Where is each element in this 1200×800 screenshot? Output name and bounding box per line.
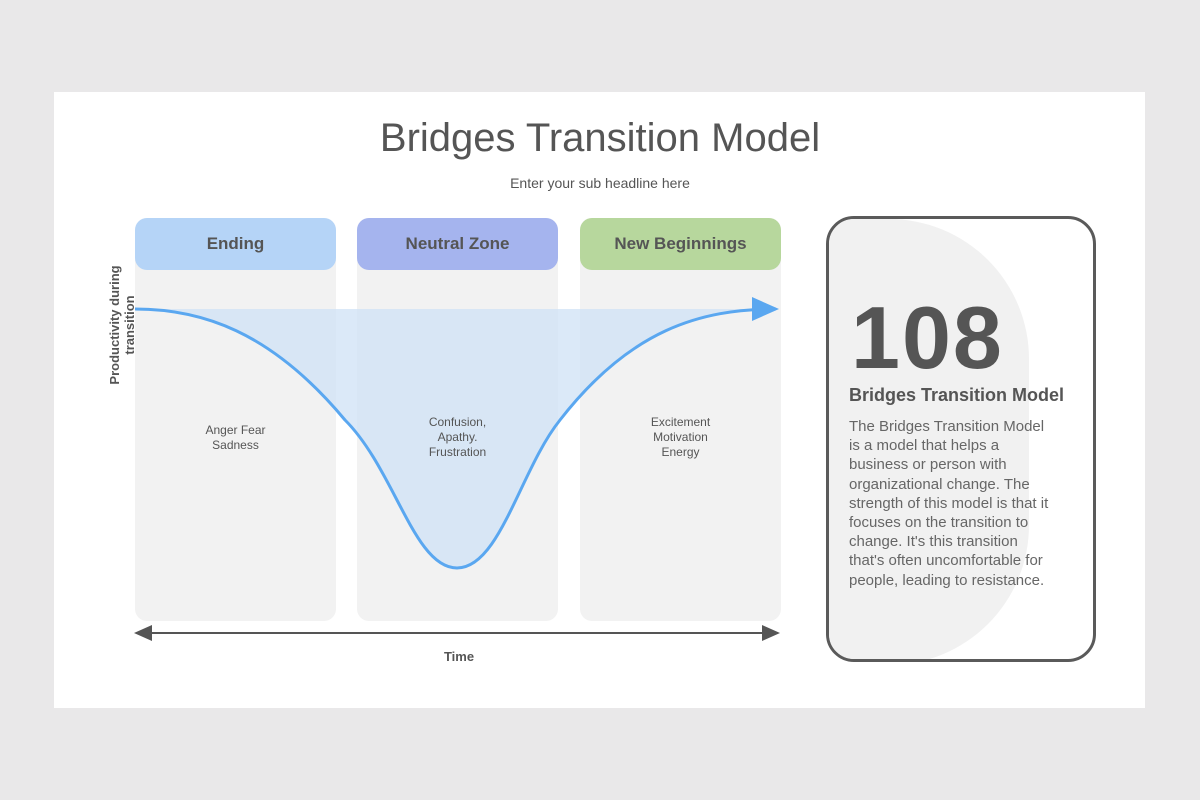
y-axis-label: Productivity during transition <box>107 265 137 385</box>
card-title: Bridges Transition Model <box>849 385 1065 405</box>
emotion-text: Excitement <box>650 415 711 429</box>
phase-column-ending: Ending <box>135 218 336 621</box>
emotions-neutral-zone: Confusion, Apathy. Frustration <box>357 415 558 460</box>
emotion-text: Frustration <box>428 445 487 459</box>
emotion-text: Energy <box>661 445 700 459</box>
emotions-ending: Anger Fear Sadness <box>135 423 336 453</box>
page-subtitle: Enter your sub headline here <box>510 175 690 191</box>
emotion-text: Sadness <box>212 438 259 452</box>
phase-header-new-beginnings: New Beginnings <box>580 218 781 270</box>
curve-fill-area <box>135 309 780 568</box>
emotions-new-beginnings: Excitement Motivation Energy <box>580 415 781 460</box>
phase-header-ending: Ending <box>135 218 336 270</box>
card-background-shape <box>829 219 1029 659</box>
info-card: 108 Bridges Transition Model The Bridges… <box>826 216 1096 662</box>
emotion-text: Motivation <box>653 430 708 444</box>
emotion-text: Anger Fear <box>205 423 266 437</box>
emotion-text: Apathy. <box>437 430 478 444</box>
phase-column-new-beginnings: New Beginnings <box>580 218 781 621</box>
card-number: 108 <box>851 288 1004 387</box>
phase-header-neutral-zone: Neutral Zone <box>357 218 558 270</box>
card-body: The Bridges Transition Model is a model … <box>849 418 1049 589</box>
x-axis-label: Time <box>443 649 475 664</box>
page-title: Bridges Transition Model <box>379 116 821 160</box>
emotion-text: Confusion, <box>428 415 487 429</box>
productivity-curve <box>134 297 779 570</box>
